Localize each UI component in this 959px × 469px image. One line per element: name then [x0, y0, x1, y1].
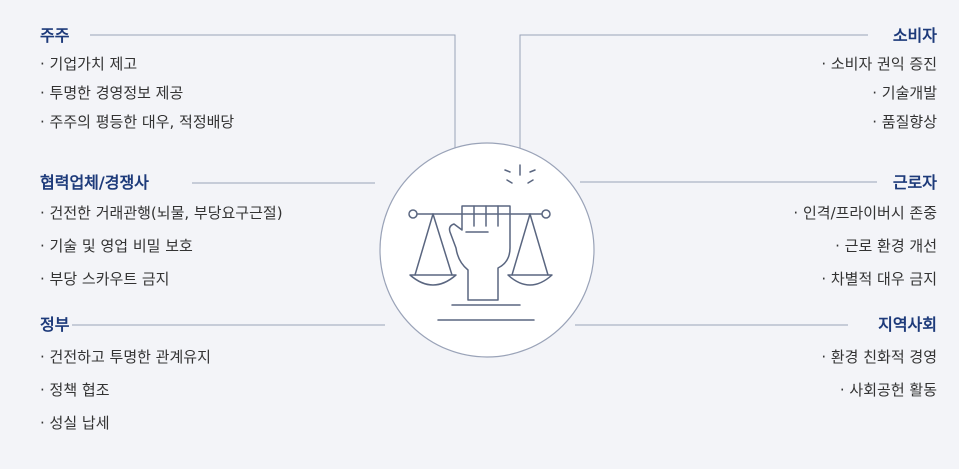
- group-title: 협력업체/경쟁사: [40, 173, 149, 192]
- list-item: 건전하고 투명한 관계유지: [40, 347, 211, 367]
- list-item: 주주의 평등한 대우, 적정배당: [40, 112, 235, 132]
- list-item: 차별적 대우 금지: [793, 269, 937, 289]
- list-item: 근로 환경 개선: [793, 236, 937, 256]
- list-item: 건전한 거래관행(뇌물, 부당요구근절): [40, 203, 283, 223]
- group-title: 근로자: [892, 173, 937, 192]
- list-item: 소비자 권익 증진: [821, 54, 937, 74]
- list-item: 기술 및 영업 비밀 보호: [40, 236, 283, 256]
- balance-scale-fist-icon: [408, 164, 553, 321]
- list-item: 환경 친화적 경영: [821, 347, 937, 367]
- group-title: 주주: [40, 26, 70, 45]
- list-item: 기업가치 제고: [40, 54, 234, 74]
- group-community: 지역사회 환경 친화적 경영 사회공헌 활동: [821, 315, 937, 400]
- list-item: 성실 납세: [40, 413, 211, 433]
- group-partners: 협력업체/경쟁사 건전한 거래관행(뇌물, 부당요구근절) 기술 및 영업 비밀…: [40, 173, 283, 289]
- group-title: 지역사회: [878, 315, 937, 334]
- group-shareholders: 주주 기업가치 제고 투명한 경영정보 제공 주주의 평등한 대우, 적정배당: [40, 26, 234, 132]
- list-item: 부당 스카우트 금지: [40, 269, 283, 289]
- center-circle: [379, 142, 595, 358]
- group-title: 정부: [40, 315, 70, 334]
- list-item: 사회공헌 활동: [821, 380, 937, 400]
- list-item: 품질향상: [821, 112, 937, 132]
- list-item: 기술개발: [821, 83, 937, 103]
- list-item: 인격/프라이버시 존중: [793, 203, 937, 223]
- group-employees: 근로자 인격/프라이버시 존중 근로 환경 개선 차별적 대우 금지: [793, 173, 937, 289]
- group-title: 소비자: [892, 26, 937, 45]
- group-government: 정부 건전하고 투명한 관계유지 정책 협조 성실 납세: [40, 315, 211, 433]
- list-item: 정책 협조: [40, 380, 211, 400]
- list-item: 투명한 경영정보 제공: [40, 83, 234, 103]
- group-consumers: 소비자 소비자 권익 증진 기술개발 품질향상: [821, 26, 937, 132]
